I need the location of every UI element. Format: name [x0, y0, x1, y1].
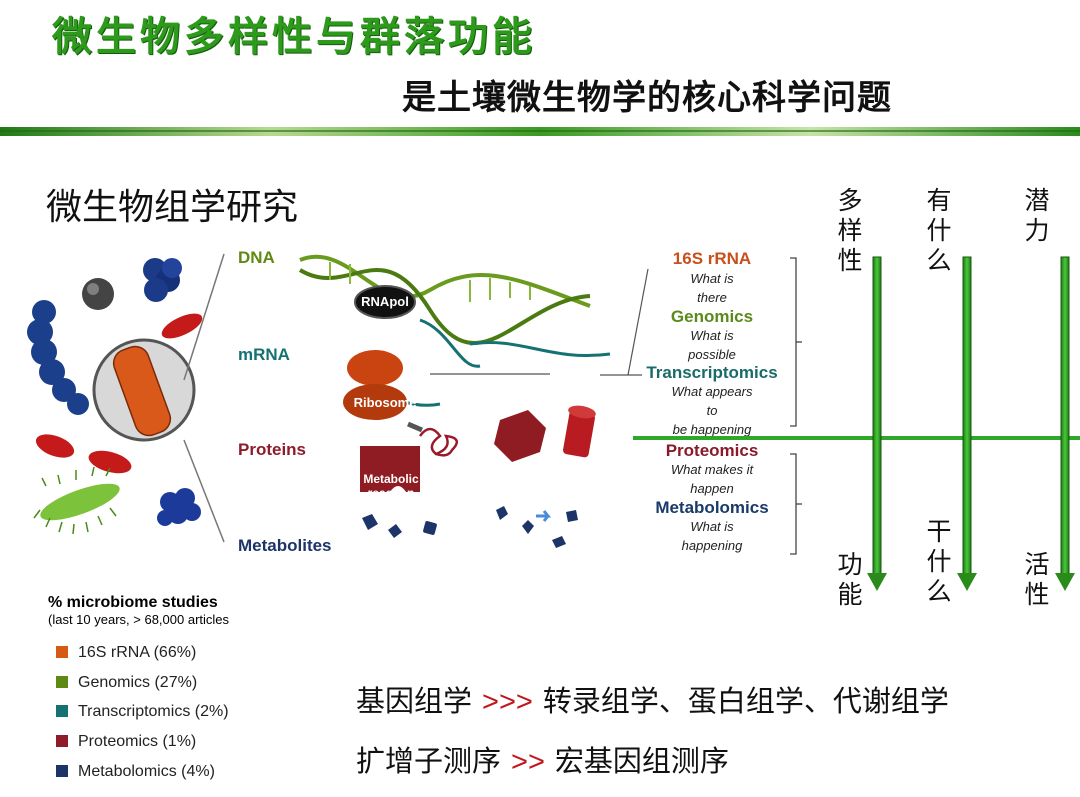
omics-16s-rrna: 16S rRNA: [672, 249, 752, 268]
omics-brackets: [790, 257, 802, 555]
col2-bottom-text: 干什么: [924, 517, 954, 607]
col1-top-text: 多样性: [835, 186, 865, 276]
legend-label-metabolomics: Metabolomics (4%): [78, 763, 215, 780]
fan-lines: [183, 253, 225, 543]
col1-bottom-char-1: 功: [837, 550, 863, 579]
header-divider: [0, 127, 1080, 136]
metabolic-reaction-line-1: Metabolic: [363, 472, 419, 486]
col3-top-text: 潜力: [1022, 186, 1052, 246]
col3-bottom-text: 活性: [1022, 550, 1052, 610]
bottom-line2-right: 宏基因组测序: [554, 744, 729, 778]
metabolic-reaction-line-2: reaction: [367, 486, 415, 500]
legend-item-16s: 16S rRNA (66%): [56, 644, 196, 662]
arrow-potential-activity: [1055, 256, 1075, 591]
omics-transcriptomics-desc-1: What appears: [671, 384, 753, 399]
omics-metabolomics-desc-2: happening: [681, 538, 743, 553]
omics-metabolomics-desc-1: What is: [690, 519, 734, 534]
metabolites-label: Metabolites: [238, 536, 332, 555]
chevron-right-icon: >>: [511, 746, 545, 778]
molecular-illustration: [298, 254, 611, 548]
omics-genomics: Genomics: [670, 307, 754, 326]
legend-swatch-16s: [56, 646, 68, 658]
omics-proteomics: Proteomics: [665, 441, 759, 460]
col1-bottom-char-2: 能: [837, 580, 863, 609]
omics-genomics-desc: What is possible: [637, 326, 787, 364]
legend-title: % microbiome studies: [48, 594, 218, 611]
omics-proteomics-desc-2: happen: [690, 481, 734, 496]
microbes-illustration: [27, 258, 203, 535]
omics-proteomics-desc-1: What makes it: [670, 462, 754, 477]
bottom-line2-left: 扩增子测序: [356, 744, 502, 778]
omics-16s-desc: What is there: [637, 269, 787, 307]
bottom-line-2: 扩增子测序 >> 宏基因组测序: [356, 738, 729, 780]
omics-transcriptomics: Transcriptomics: [646, 363, 778, 382]
green-divider-line: [633, 436, 1080, 440]
col1-top-char-1: 多: [837, 186, 863, 215]
omics-transcriptomics-desc: What appears to be happening: [637, 382, 787, 439]
col2-top-text: 有什么: [924, 186, 954, 276]
col1-top-char-2: 样: [837, 216, 863, 245]
legend-item-proteomics: Proteomics (1%): [56, 733, 196, 751]
vertical-arrows: [867, 256, 1075, 591]
col2-bottom-char-3: 么: [926, 577, 952, 606]
mrna-label: mRNA: [238, 345, 290, 364]
legend-label-transcriptomics: Transcriptomics (2%): [78, 703, 229, 720]
bottom-line-1: 基因组学 >>> 转录组学、蛋白组学、代谢组学: [356, 678, 949, 720]
ribosome-label: Ribosome: [353, 395, 417, 410]
rnapol-label: RNApol: [361, 294, 409, 309]
col2-top-char-1: 有: [926, 186, 952, 215]
legend-label-16s: 16S rRNA (66%): [78, 644, 197, 661]
legend-item-transcriptomics: Transcriptomics (2%): [56, 703, 229, 721]
omics-16s-desc-1: What is: [690, 271, 734, 286]
col3-bottom-char-1: 活: [1024, 550, 1050, 579]
section-title: 微生物组学研究: [46, 187, 299, 228]
bottom-line1-left: 基因组学: [356, 684, 473, 718]
legend-item-metabolomics: Metabolomics (4%): [56, 763, 215, 781]
blue-coccus-cluster-top: [143, 258, 182, 302]
legend-subtitle: (last 10 years, > 68,000 articles: [48, 612, 230, 627]
col2-top-char-3: 么: [926, 246, 952, 275]
legend-item-genomics: Genomics (27%): [56, 674, 197, 692]
col1-bottom-text: 功能: [835, 550, 865, 610]
col2-top-char-2: 什: [926, 216, 952, 245]
omics-genomics-desc-1: What is: [690, 328, 734, 343]
col2-bottom-char-2: 什: [926, 547, 952, 576]
col1-top-char-3: 性: [837, 246, 863, 275]
legend-label-proteomics: Proteomics (1%): [78, 733, 197, 750]
main-title: 微生物多样性与群落功能: [52, 13, 536, 60]
col3-top-char-1: 潜: [1024, 186, 1050, 215]
arrow-diversity-function: [867, 256, 887, 591]
col3-bottom-char-2: 性: [1024, 580, 1050, 609]
col3-top-char-2: 力: [1024, 216, 1050, 245]
dna-label: DNA: [238, 248, 275, 267]
bottom-line1-right: 转录组学、蛋白组学、代谢组学: [542, 684, 949, 718]
proteins-label: Proteins: [238, 440, 307, 459]
omics-genomics-desc-2: possible: [688, 347, 736, 362]
legend-swatch-genomics: [56, 676, 68, 688]
omics-connector: [600, 268, 649, 376]
subtitle: 是土壤微生物学的核心科学问题: [402, 78, 892, 118]
arrow-what-there-what-doing: [957, 256, 977, 591]
omics-proteomics-desc: What makes it happen: [637, 460, 787, 498]
omics-transcriptomics-desc-3: be happening: [672, 422, 752, 437]
omics-transcriptomics-desc-2: to: [706, 403, 718, 418]
col2-bottom-char-1: 干: [926, 517, 952, 546]
omics-metabolomics: Metabolomics: [655, 498, 769, 517]
legend-swatch-proteomics: [56, 735, 68, 747]
omics-16s-desc-2: there: [697, 290, 727, 305]
legend-swatch-metabolomics: [56, 765, 68, 777]
omics-metabolomics-desc: What is happening: [637, 517, 787, 555]
legend-label-genomics: Genomics (27%): [78, 674, 198, 691]
legend-swatch-transcriptomics: [56, 705, 68, 717]
chevron-right-icon: >>>: [482, 686, 533, 718]
